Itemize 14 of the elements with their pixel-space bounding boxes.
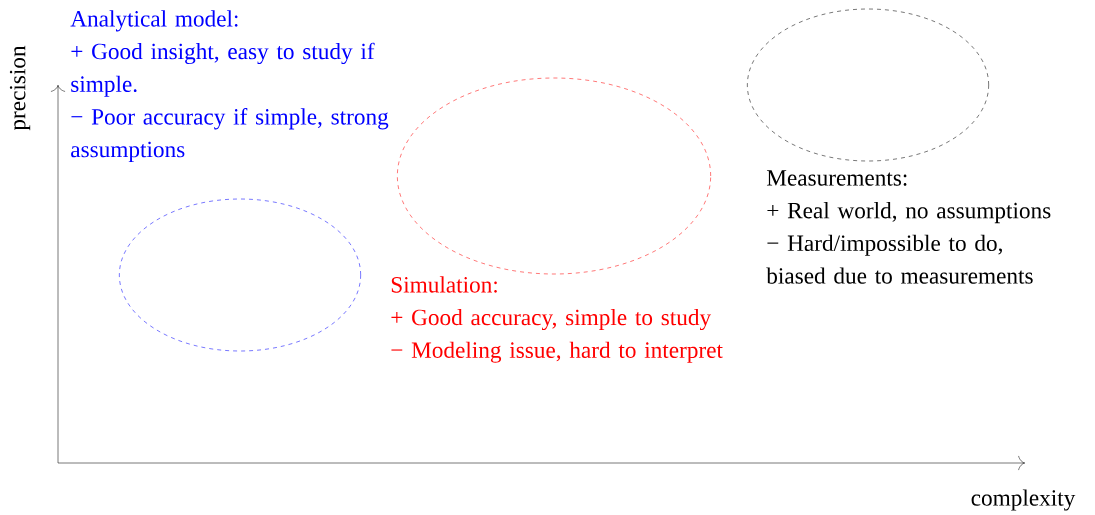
note-text: + Good insight, easy to study if simple. [71, 42, 375, 97]
note-text: − Hard/impossible to do, biased due to measurements [766, 234, 1033, 284]
note-text: − Poor accuracy if simple, strong assumptions [71, 108, 389, 163]
note-text: Simulation: [391, 276, 497, 293]
note-text: + Good accuracy, simple to study [391, 308, 712, 331]
axis-label: complexity [971, 489, 1076, 511]
dashed-ellipse [119, 198, 361, 352]
dashed-ellipse [397, 77, 711, 275]
dashed-ellipse [747, 8, 989, 162]
note-text: Measurements: [766, 170, 907, 186]
axis-label: precision [9, 45, 31, 131]
note-text: Analytical model: [70, 10, 238, 32]
note-text: + Real world, no assumptions [767, 202, 1051, 224]
note-text: − Modeling issue, hard to interpret [391, 341, 723, 363]
